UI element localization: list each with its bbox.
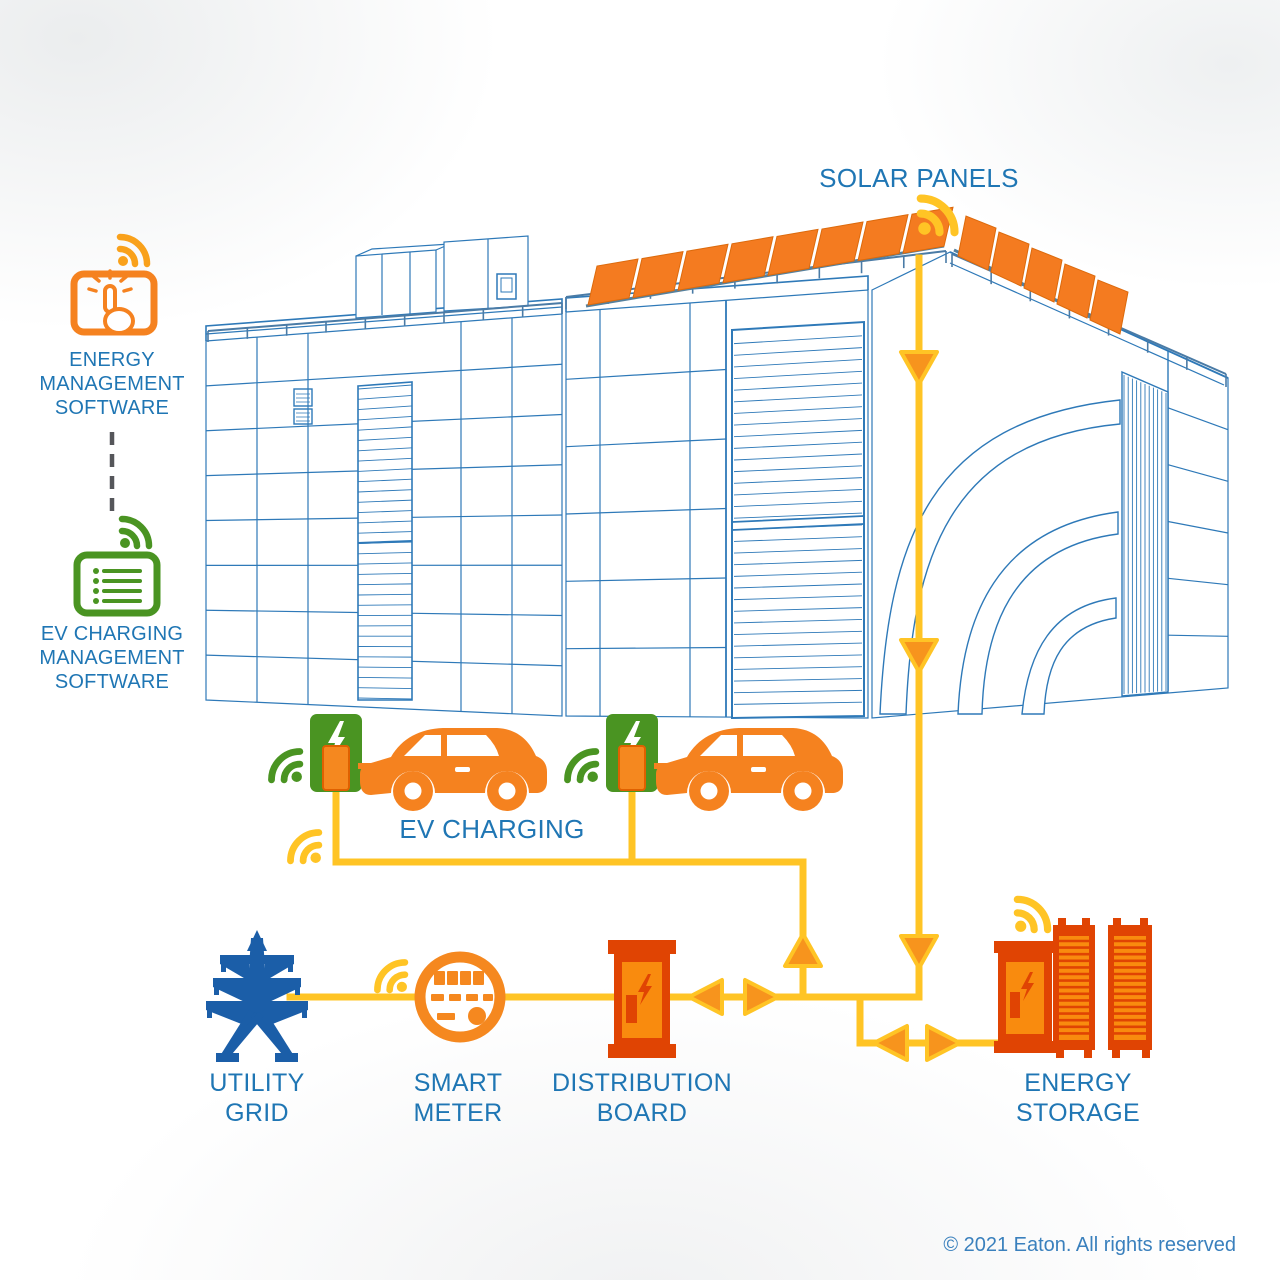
wifi-icon (918, 199, 954, 235)
flow-arrows (687, 350, 962, 1062)
ev-charging-station (272, 714, 372, 792)
arrow-up-icon (783, 932, 823, 968)
tablet-tap-icon (70, 269, 158, 336)
ev-car-icon (360, 728, 547, 811)
wifi-icon (120, 519, 149, 548)
wifi-icon (118, 237, 147, 266)
arrow-down-icon (899, 934, 939, 970)
utility-grid-icon (206, 930, 308, 1062)
ev-charging-line (332, 764, 807, 999)
management-console-icon (73, 551, 161, 617)
evms-label: EV CHARGING MANAGEMENT SOFTWARE (39, 623, 185, 693)
ev-charging-label: EV CHARGING (399, 814, 585, 844)
utility-grid-label: UTILITY GRID (209, 1069, 305, 1127)
lightning-bolt-icon (638, 974, 652, 1005)
ems-label: ENERGY MANAGEMENT SOFTWARE (39, 349, 185, 419)
ev-car-icon-2 (656, 728, 843, 811)
wifi-icon (272, 752, 302, 782)
wifi-icon (291, 833, 321, 863)
energy-storage-icon (994, 918, 1152, 1058)
lightning-bolt-icon (1021, 972, 1034, 1001)
arrow-down-icon (899, 350, 939, 386)
lightning-bolt-icon (328, 721, 345, 759)
ev-charging-station-2 (568, 714, 669, 792)
arrow-right-icon (743, 978, 780, 1016)
copyright-text: © 2021 Eaton. All rights reserved (943, 1234, 1236, 1256)
arrow-left-icon (872, 1024, 909, 1062)
smart-meter-icon (414, 951, 506, 1043)
solar-panels-label: SOLAR PANELS (819, 163, 1019, 193)
energy-storage-label: ENERGY STORAGE (1016, 1069, 1140, 1127)
arrow-right-icon (925, 1024, 962, 1062)
arrow-left-icon (687, 978, 724, 1016)
arrow-down-icon (899, 638, 939, 674)
distribution-board-label: DISTRIBUTION BOARD (552, 1069, 732, 1127)
solar-panel-array (585, 206, 1129, 335)
smart-meter-label: SMART METER (413, 1069, 503, 1127)
distribution-board-icon (608, 940, 676, 1058)
wifi-icon (377, 962, 407, 992)
wifi-icon (1015, 899, 1047, 931)
building-wireframe (205, 235, 1229, 720)
